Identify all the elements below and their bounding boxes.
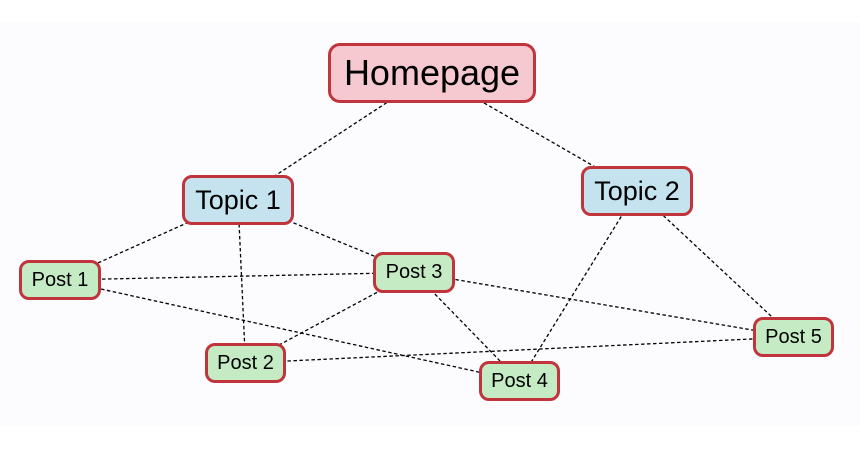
node-topic-1: Topic 1 — [182, 175, 294, 225]
edge-post2-post5 — [245, 336, 794, 364]
node-post-1-label: Post 1 — [31, 268, 89, 291]
node-post-5-label: Post 5 — [765, 325, 822, 348]
node-topic-2-label: Topic 2 — [594, 175, 680, 206]
edge-post1-post4 — [59, 279, 520, 382]
edge-post1-post3 — [59, 271, 415, 281]
node-post-2: Post 2 — [205, 343, 286, 383]
node-post-2-label: Post 2 — [217, 351, 274, 374]
edge-post3-post5 — [413, 271, 794, 338]
node-topic-1-label: Topic 1 — [195, 184, 281, 215]
node-post-3-label: Post 3 — [385, 261, 443, 283]
node-homepage: Homepage — [328, 43, 536, 103]
node-post-3: Post 3 — [373, 252, 455, 293]
edge-topic2-post4 — [518, 190, 638, 382]
node-homepage-label: Homepage — [343, 52, 521, 93]
node-post-4-label: Post 4 — [491, 369, 548, 392]
node-post-5: Post 5 — [753, 317, 834, 357]
node-topic-2: Topic 2 — [581, 166, 693, 216]
node-post-4: Post 4 — [479, 361, 560, 401]
node-post-1: Post 1 — [19, 260, 101, 300]
edge-topic1-post2 — [237, 199, 247, 364]
